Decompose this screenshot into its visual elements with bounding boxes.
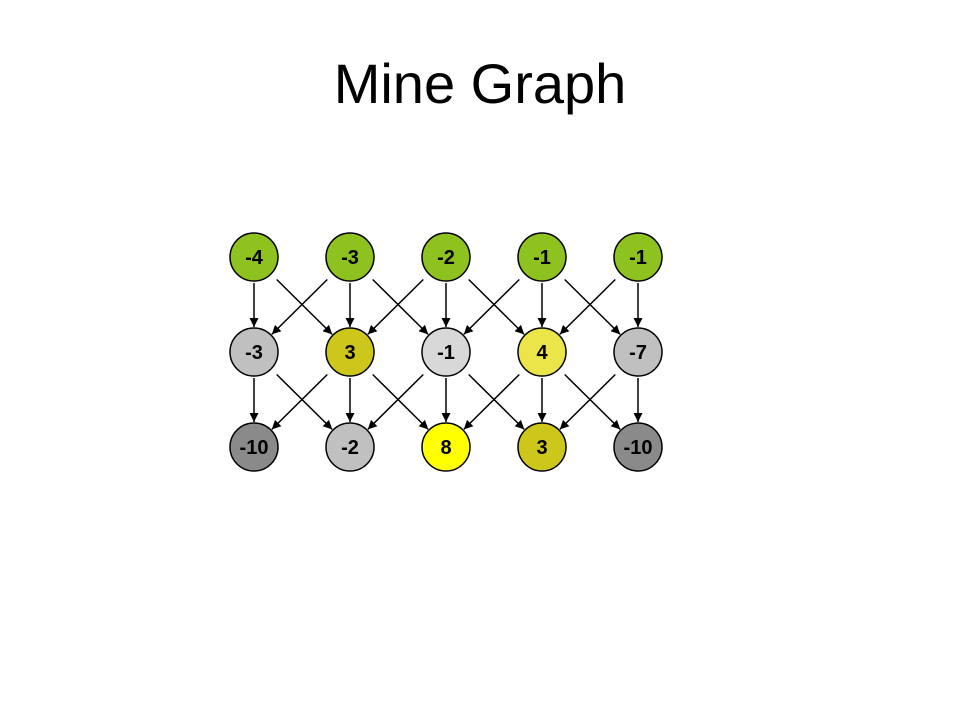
node-circle — [229, 327, 279, 377]
node-circle — [421, 422, 471, 472]
edge-r0c0-to-r1c1 — [276, 278, 333, 335]
node-circle — [229, 232, 279, 282]
node-value: -3 — [341, 247, 359, 269]
node-value: -1 — [533, 247, 551, 269]
node-value: -1 — [437, 342, 455, 364]
node-circle — [613, 232, 663, 282]
node-bottom-3: 8 — [421, 422, 471, 472]
node-bottom-1: -10 — [229, 422, 279, 472]
node-top-4: -1 — [517, 232, 567, 282]
node-value: -2 — [341, 437, 359, 459]
node-value: -2 — [437, 247, 455, 269]
node-value: 3 — [536, 437, 547, 459]
node-bottom-2: -2 — [325, 422, 375, 472]
edge-r1c1-to-r2c2 — [372, 373, 429, 430]
node-bottom-4: 3 — [517, 422, 567, 472]
node-top-3: -2 — [421, 232, 471, 282]
edge-r0c2-to-r1c3 — [468, 278, 525, 335]
edge-r0c2-to-r1c1 — [367, 278, 424, 335]
node-value: -3 — [245, 342, 263, 364]
slide-title: Mine Graph — [333, 52, 627, 115]
node-circle — [325, 327, 375, 377]
node-value: -10 — [624, 437, 653, 459]
node-bottom-5: -10 — [613, 422, 663, 472]
graph-edges — [249, 278, 643, 430]
node-value: -1 — [629, 247, 647, 269]
node-value: -10 — [240, 437, 269, 459]
node-circle — [613, 422, 663, 472]
edge-r1c3-to-r2c4 — [564, 373, 621, 430]
node-circle — [325, 422, 375, 472]
edge-r0c1-to-r1c0 — [271, 278, 328, 335]
edge-r1c2-to-r2c1 — [367, 373, 424, 430]
node-circle — [421, 232, 471, 282]
edge-r0c1-to-r1c2 — [372, 278, 429, 335]
node-value: 4 — [536, 342, 548, 364]
node-middle-3: -1 — [421, 327, 471, 377]
node-top-1: -4 — [229, 232, 279, 282]
graph-nodes: -4 -3 -2 -1 -1 -3 3 -1 4 -7 -10 -2 8 3 -10 — [229, 232, 663, 472]
edge-r1c2-to-r2c3 — [468, 373, 525, 430]
node-value: -7 — [629, 342, 647, 364]
node-top-2: -3 — [325, 232, 375, 282]
node-middle-2: 3 — [325, 327, 375, 377]
node-middle-5: -7 — [613, 327, 663, 377]
node-circle — [421, 327, 471, 377]
node-top-5: -1 — [613, 232, 663, 282]
node-circle — [517, 232, 567, 282]
edge-r0c4-to-r1c3 — [559, 278, 616, 335]
edge-r1c1-to-r2c0 — [271, 373, 328, 430]
edge-r0c3-to-r1c4 — [564, 278, 621, 335]
node-value: 3 — [344, 342, 355, 364]
node-middle-4: 4 — [517, 327, 567, 377]
edge-r1c4-to-r2c3 — [559, 373, 616, 430]
node-circle — [517, 422, 567, 472]
edge-r1c3-to-r2c2 — [463, 373, 520, 430]
edge-r0c3-to-r1c2 — [463, 278, 520, 335]
node-value: 8 — [440, 437, 451, 459]
node-circle — [229, 422, 279, 472]
node-middle-1: -3 — [229, 327, 279, 377]
node-circle — [517, 327, 567, 377]
node-circle — [613, 327, 663, 377]
node-value: -4 — [245, 247, 264, 269]
edge-r1c0-to-r2c1 — [276, 373, 333, 430]
node-circle — [325, 232, 375, 282]
